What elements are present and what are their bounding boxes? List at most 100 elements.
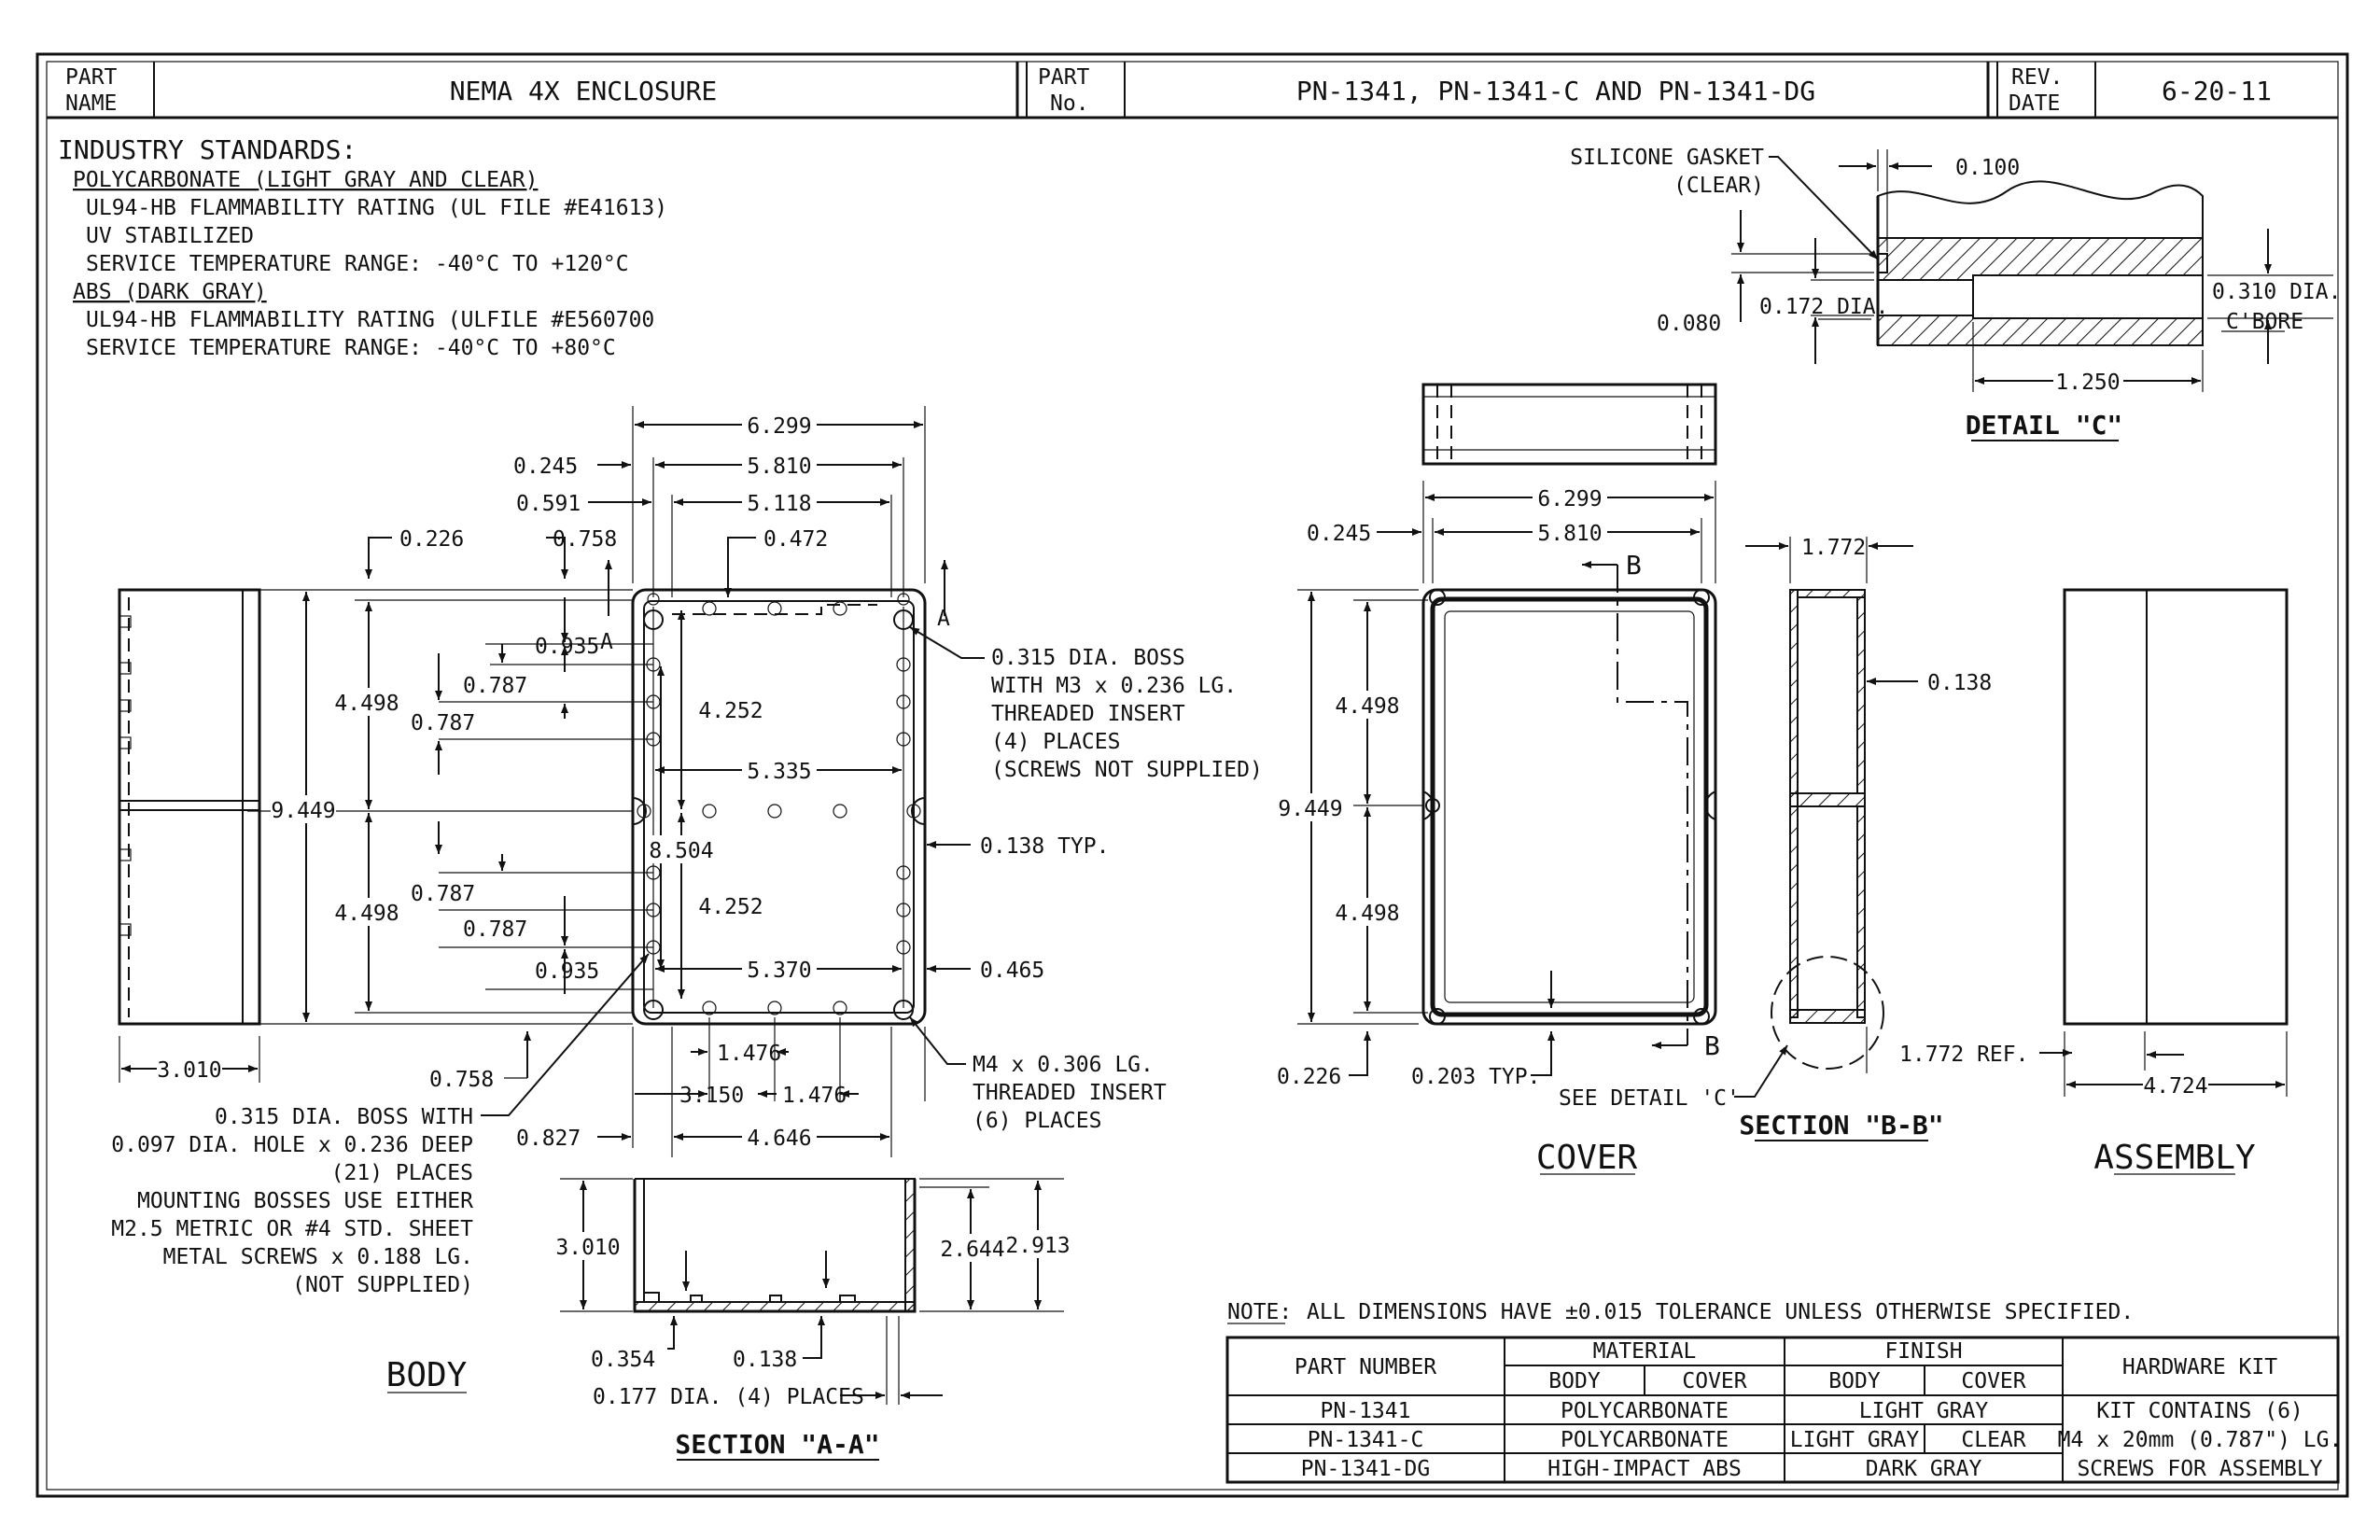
dim-cover-wall: 0.245: [1307, 522, 1371, 546]
industry-standards: INDUSTRY STANDARDS: POLYCARBONATE (LIGHT…: [58, 134, 667, 360]
th-part-number: PART NUMBER: [1295, 1355, 1436, 1379]
hardware-line: KIT CONTAINS (6): [2096, 1399, 2303, 1423]
title-block: PART NAME NEMA 4X ENCLOSURE PART No. PN-…: [47, 62, 2338, 119]
dim-aa-2644: 2.644: [940, 1238, 1004, 1262]
note-insert-line: (6) PLACES: [973, 1109, 1101, 1133]
section-bb-label: SECTION "B-B": [1739, 1110, 1943, 1141]
th-material: MATERIAL: [1593, 1339, 1697, 1364]
dim-body-5335: 5.335: [747, 760, 811, 784]
note-mount-line: METAL SCREWS x 0.188 LG.: [163, 1245, 473, 1269]
standards-line: UV STABILIZED: [86, 224, 254, 248]
th-body-finish: BODY: [1828, 1369, 1881, 1393]
dim-detail-0100: 0.100: [1955, 156, 2020, 180]
body-callouts: 0.315 DIA. BOSS WITH M3 x 0.236 LG. THRE…: [111, 626, 1263, 1297]
section-aa-label: SECTION "A-A": [675, 1429, 879, 1460]
note-boss-line: (SCREWS NOT SUPPLIED): [991, 758, 1263, 782]
th-body-material: BODY: [1548, 1369, 1601, 1393]
note-text: ALL DIMENSIONS HAVE ±0.015 TOLERANCE UNL…: [1307, 1300, 2134, 1324]
note-label: NOTE:: [1227, 1300, 1292, 1324]
section-a-left: A: [600, 630, 613, 654]
detail-c: SILICONE GASKET (CLEAR) 0.100 0.080 0.17…: [1570, 146, 2341, 441]
dim-body-width: 6.299: [747, 414, 811, 439]
dim-bb-0138: 0.138: [1927, 671, 1992, 695]
section-a-right: A: [937, 607, 950, 631]
standards-heading: INDUSTRY STANDARDS:: [58, 134, 357, 165]
dim-body-side-depth: 3.010: [157, 1058, 221, 1083]
gasket-label-2: (CLEAR): [1673, 174, 1764, 198]
standards-line: SERVICE TEMPERATURE RANGE: -40°C TO +80°…: [86, 336, 616, 360]
note-mount-line: (NOT SUPPLIED): [292, 1273, 473, 1297]
cell-part: PN-1341-DG: [1301, 1457, 1430, 1481]
part-no-label: PART: [1038, 65, 1090, 90]
dim-body-8504: 8.504: [649, 839, 713, 863]
assembly-view: 4.724 ASSEMBLY: [2063, 588, 2289, 1177]
mounting-bosses: [646, 601, 911, 1015]
see-detail-c: SEE DETAIL 'C': [1559, 1086, 1740, 1111]
dim-body-half-top: 4.498: [334, 692, 399, 716]
body-bottom-dims: 1.476 3.150 1.476 0.827 4.646 BODY: [386, 1017, 926, 1394]
th-finish: FINISH: [1884, 1339, 1962, 1364]
dim-body-4252-bot: 4.252: [698, 895, 763, 919]
standards-line: ABS (DARK GRAY): [73, 280, 267, 304]
part-no-value: PN-1341, PN-1341-C AND PN-1341-DG: [1296, 76, 1815, 106]
hardware-line: SCREWS FOR ASSEMBLY: [2077, 1457, 2322, 1481]
dim-aa-0354: 0.354: [591, 1348, 655, 1372]
standards-line: SERVICE TEMPERATURE RANGE: -40°C TO +120…: [86, 252, 629, 276]
dim-body-0935-bot: 0.935: [535, 959, 599, 984]
cell-part: PN-1341: [1321, 1399, 1411, 1423]
dim-detail-0080: 0.080: [1657, 312, 1721, 336]
note-mount-line: 0.315 DIA. BOSS WITH: [215, 1105, 473, 1129]
note-mount-line: 0.097 DIA. HOLE x 0.236 DEEP: [111, 1133, 473, 1157]
body-view-label: BODY: [386, 1356, 468, 1394]
cell-part: PN-1341-C: [1308, 1428, 1424, 1452]
dim-aa-0138: 0.138: [733, 1348, 797, 1372]
dim-body-inner-width: 5.810: [747, 455, 811, 479]
dim-aa-2913: 2.913: [1005, 1234, 1070, 1258]
dim-body-3150: 3.150: [679, 1084, 744, 1108]
hardware-line: M4 x 20mm (0.787") LG.: [2058, 1428, 2343, 1452]
rev-date-label: DATE: [2009, 91, 2060, 116]
table-row: PN-1341-C POLYCARBONATE LIGHT GRAY CLEAR: [1308, 1428, 2026, 1452]
note-boss-line: (4) PLACES: [991, 730, 1120, 754]
table-row: PN-1341-DG HIGH-IMPACT ABS DARK GRAY: [1301, 1457, 1982, 1481]
section-b-bot: B: [1704, 1030, 1720, 1061]
body-height-dims: 9.449 4.498 4.498 0.935 0.787 0.787 0.78…: [271, 592, 1109, 1022]
note-mount-line: MOUNTING BOSSES USE EITHER: [137, 1189, 473, 1213]
section-b-b: 1.772 0.138 1.772 REF. SECTION "B-B": [1739, 536, 2072, 1141]
dim-bb-1772-ref: 1.772 REF.: [1899, 1043, 2028, 1067]
dim-detail-0310: 0.310 DIA.: [2212, 280, 2341, 304]
dim-body-0758-bot: 0.758: [429, 1068, 494, 1092]
note-mount-line: (21) PLACES: [331, 1161, 473, 1185]
dim-body-wall: 0.245: [513, 455, 578, 479]
dim-body-wall-typ: 0.138 TYP.: [980, 834, 1109, 859]
dim-body-0226: 0.226: [399, 527, 464, 552]
body-side-view: 3.010: [118, 588, 261, 1083]
dim-bb-1772: 1.772: [1801, 536, 1866, 560]
dim-body-0787-c: 0.787: [411, 882, 475, 906]
dim-detail-cbore: C'BORE: [2226, 310, 2303, 334]
dim-body-height: 9.449: [271, 799, 335, 823]
section-b-top: B: [1626, 550, 1642, 581]
dim-assembly-depth: 4.724: [2143, 1074, 2207, 1099]
dim-body-half-bot: 4.498: [334, 902, 399, 926]
note-boss-line: 0.315 DIA. BOSS: [991, 646, 1185, 670]
standards-line: UL94-HB FLAMMABILITY RATING (UL FILE #E4…: [86, 196, 667, 220]
body-top-dims: 6.299 5.810 5.118 0.245 0.591 0.226 0.75…: [365, 411, 950, 654]
part-name-value: NEMA 4X ENCLOSURE: [450, 76, 718, 106]
detail-c-label: DETAIL "C": [1966, 410, 2123, 441]
cell-finish: DARK GRAY: [1866, 1457, 1982, 1481]
cover-view-label: COVER: [1536, 1139, 1638, 1177]
dim-body-4646: 4.646: [747, 1127, 811, 1151]
dim-cover-half-bot: 4.498: [1335, 902, 1399, 926]
dim-cover-inner-width: 5.810: [1537, 522, 1602, 546]
dim-body-1476-b: 1.476: [782, 1084, 847, 1108]
rev-date-value: 6-20-11: [2162, 76, 2272, 106]
note-boss-line: WITH M3 x 0.236 LG.: [991, 674, 1237, 698]
dim-cover-height: 9.449: [1278, 797, 1342, 821]
note-insert-line: M4 x 0.306 LG.: [973, 1053, 1154, 1077]
gasket-label: SILICONE GASKET: [1570, 146, 1764, 170]
assembly-view-label: ASSEMBLY: [2093, 1139, 2256, 1177]
cell-material: HIGH-IMPACT ABS: [1547, 1457, 1742, 1481]
th-hardware: HARDWARE KIT: [2122, 1355, 2277, 1379]
